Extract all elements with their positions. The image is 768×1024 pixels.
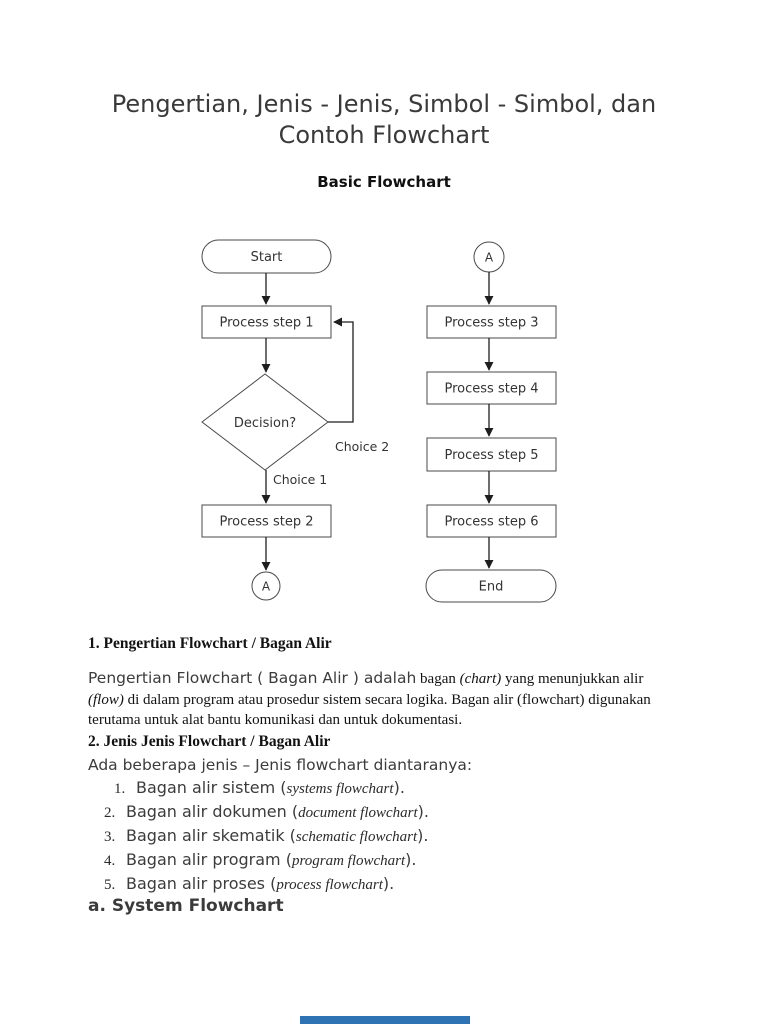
flowchart-types-list: 1. Bagan alir sistem (systems flowchart)… — [88, 778, 429, 898]
section-2-intro: Ada beberapa jenis – Jenis flowchart dia… — [88, 756, 473, 774]
list-item-text: Bagan alir program ( — [126, 850, 292, 869]
list-item-text: Bagan alir proses ( — [126, 874, 277, 893]
list-item-number: 5. — [104, 877, 116, 893]
flow-arrow-choice2-loop — [328, 317, 354, 423]
list-item: 4. Bagan alir program (program flowchart… — [88, 850, 429, 874]
list-item-text: Bagan alir dokumen ( — [126, 802, 299, 821]
list-item-tail: ). — [417, 802, 429, 821]
list-item-number: 3. — [104, 829, 116, 845]
list-item-number: 2. — [104, 805, 116, 821]
flowchart-subtitle: Basic Flowchart — [317, 173, 451, 191]
process-step-5-shape — [426, 437, 557, 472]
list-item-italic: process flowchart — [276, 877, 383, 893]
paragraph-lead-sans: Pengertian Flowchart ( Bagan Alir ) adal… — [88, 669, 417, 687]
process-step-4-shape — [426, 371, 557, 405]
choice-2-label: Choice 2 — [335, 439, 389, 454]
list-item-italic: systems flowchart — [286, 781, 394, 797]
process-step-4-label: Process step 4 — [445, 382, 539, 397]
process-step-2-shape — [201, 504, 332, 538]
list-item-tail: ). — [405, 850, 417, 869]
section-1-paragraph: Pengertian Flowchart ( Bagan Alir ) adal… — [88, 668, 676, 731]
system-flowchart-subheading: a. System Flowchart — [88, 896, 284, 916]
list-item-italic: document flowchart — [298, 805, 418, 821]
section-1-heading: 1. Pengertian Flowchart / Bagan Alir — [88, 635, 332, 652]
connector-a-right-label: A — [485, 251, 494, 265]
list-item-italic: program flowchart — [291, 853, 406, 869]
list-item-tail: ). — [417, 826, 429, 845]
list-item-tail: ). — [393, 778, 405, 797]
decision-label: Decision? — [234, 416, 296, 431]
list-item-text: Bagan alir sistem ( — [136, 778, 287, 797]
process-step-6-shape — [426, 504, 557, 538]
process-step-1-shape — [201, 305, 332, 339]
page-title-line1: Pengertian, Jenis - Jenis, Simbol - Simb… — [111, 90, 657, 118]
paragraph-serif-a: bagan — [416, 671, 460, 687]
list-item: 1. Bagan alir sistem (systems flowchart)… — [88, 778, 429, 802]
process-step-1-label: Process step 1 — [220, 316, 314, 331]
paragraph-italic-flow: (flow) — [88, 691, 124, 708]
page-title-line2: Contoh Flowchart — [278, 121, 490, 149]
list-item: 2. Bagan alir dokumen (document flowchar… — [88, 802, 429, 826]
paragraph-serif-b: yang menunjukkan alir — [501, 671, 644, 687]
choice-1-label: Choice 1 — [273, 472, 327, 487]
connector-a-left-shape — [251, 571, 281, 601]
process-step-2-label: Process step 2 — [220, 515, 314, 530]
end-label: End — [479, 580, 504, 595]
process-step-3-label: Process step 3 — [445, 316, 539, 331]
list-item-italic: schematic flowchart — [295, 829, 418, 845]
end-terminator-shape — [425, 569, 557, 603]
list-item-number: 1. — [114, 781, 126, 797]
start-label: Start — [251, 250, 283, 265]
page-title: Pengertian, Jenis - Jenis, Simbol - Simb… — [0, 89, 768, 151]
basic-flowchart-diagram: Start Process step 1 Decision? Choice 2 … — [201, 239, 557, 603]
process-step-5-label: Process step 5 — [445, 448, 539, 463]
list-item-tail: ). — [382, 874, 395, 893]
paragraph-italic-chart: (chart) — [459, 671, 502, 687]
list-item-number: 4. — [104, 853, 116, 869]
list-item: 3. Bagan alir skematik (schematic flowch… — [88, 826, 429, 850]
section-2-heading: 2. Jenis Jenis Flowchart / Bagan Alir — [88, 733, 331, 750]
paragraph-serif-c: di dalam program atau prosedur sistem se… — [88, 691, 651, 729]
process-step-3-shape — [426, 305, 557, 339]
process-step-6-label: Process step 6 — [445, 515, 539, 530]
connector-a-left-label: A — [262, 580, 271, 594]
list-item: 5. Bagan alir proses (process flowchart)… — [88, 874, 429, 898]
list-item-text: Bagan alir skematik ( — [126, 826, 296, 845]
next-page-preview-strip — [300, 1016, 470, 1024]
